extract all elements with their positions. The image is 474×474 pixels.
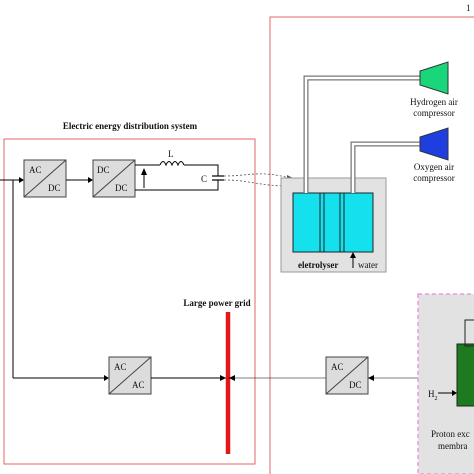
inductor-label: L <box>168 149 174 159</box>
hydrogen-compressor-label-1: Hydrogen air <box>410 97 458 107</box>
fuel-cell-caption-1: Proton exc <box>431 429 470 439</box>
oxygen-compressor-label-1: Oxygen air <box>414 162 454 172</box>
hydrogen-compressor-label-2: compressor <box>413 108 455 118</box>
oxygen-compressor-icon <box>419 127 449 161</box>
capacitor-link-bottom <box>223 179 291 187</box>
distribution-system-title: Electric energy distribution system <box>63 121 198 131</box>
acac-to-grid-arrow <box>220 375 226 381</box>
ac-ac-converter-3: AC AC <box>108 356 152 395</box>
current-arrowhead <box>141 168 147 175</box>
dc-dc-converter-2: DC DC <box>92 159 136 198</box>
lc-filter: L C <box>135 149 224 191</box>
h2-label: H2 <box>428 389 438 402</box>
water-inlet-arrow <box>350 252 356 258</box>
conv1-bottom-label: DC <box>48 183 61 193</box>
to-acac-arrow <box>104 375 109 381</box>
grid-in-arrow <box>229 375 235 381</box>
conv3-bottom-label: AC <box>132 380 145 390</box>
conv4-in-arrow <box>368 375 374 381</box>
ac-dc-converter-1: AC DC <box>23 159 67 198</box>
oxygen-compressor-label-2: compressor <box>413 173 455 183</box>
conv2-bottom-label: DC <box>115 183 128 193</box>
h2-inlet-arrow <box>452 390 457 396</box>
distribution-system-frame <box>3 138 256 465</box>
ac-dc-converter-4: AC DC <box>325 356 369 395</box>
hydrogen-pipe <box>303 75 420 193</box>
fuel-cell-stack <box>456 319 474 407</box>
power-grid-label: Large power grid <box>183 298 250 308</box>
hydrogen-compressor-icon <box>419 61 449 95</box>
conv1-top-label: AC <box>29 165 42 175</box>
oxygen-pipe <box>350 141 420 193</box>
inductor-coil <box>159 161 185 167</box>
page-number: 1 <box>466 3 471 13</box>
input-arrow <box>19 177 24 183</box>
capacitor-label: C <box>201 174 207 184</box>
water-label: water <box>358 260 378 270</box>
electrolyser-stack <box>292 192 374 253</box>
conv1-conv2-arrow <box>88 177 93 183</box>
electrolyser-label: eletrolyser <box>298 260 338 270</box>
capacitor-link-top <box>223 173 291 179</box>
conv2-top-label: DC <box>97 165 110 175</box>
hydrogen-system-frame <box>269 16 474 474</box>
fuel-cell-caption-2: membra <box>438 441 468 451</box>
conv4-top-label: AC <box>331 362 344 372</box>
conv3-top-label: AC <box>114 362 127 372</box>
conv4-bottom-label: DC <box>349 380 362 390</box>
